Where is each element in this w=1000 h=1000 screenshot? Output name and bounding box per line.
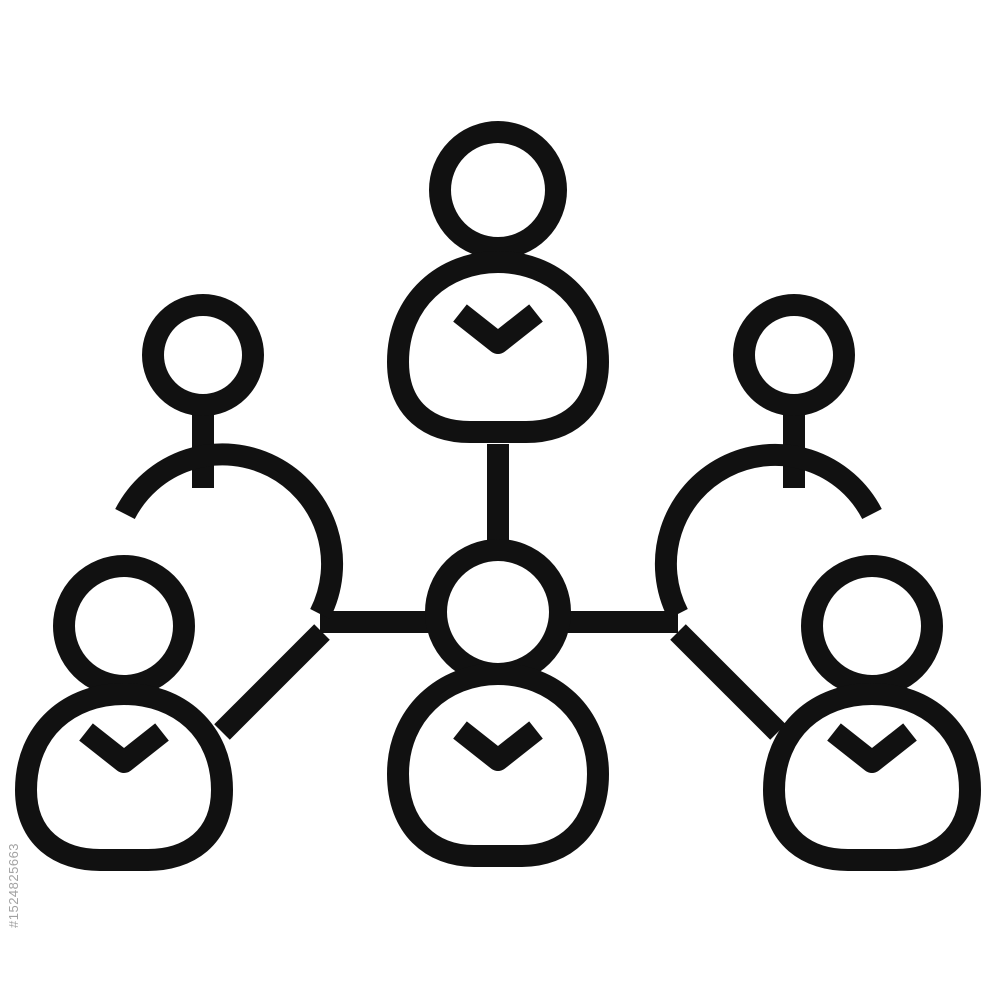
person-left-head	[53, 555, 195, 697]
person-center-chevron	[453, 721, 543, 771]
center-hub-node	[425, 539, 571, 685]
right-small-node	[733, 294, 855, 416]
left-arc	[115, 443, 344, 620]
person-left-chevron	[79, 723, 169, 773]
person-right	[763, 555, 981, 871]
person-left	[15, 555, 233, 871]
connector-left-diagonal	[214, 624, 330, 740]
person-top	[387, 121, 609, 443]
right-arc	[654, 443, 882, 620]
person-right-head	[801, 555, 943, 697]
person-center-body	[387, 663, 609, 867]
connector-right-diagonal	[670, 624, 786, 740]
person-top-body	[387, 251, 609, 443]
person-top-head	[429, 121, 567, 259]
person-center	[387, 663, 609, 867]
stock-id-watermark: #1524825663	[6, 842, 21, 928]
person-right-body	[763, 683, 981, 871]
left-small-node	[142, 294, 264, 416]
person-left-body	[15, 683, 233, 871]
person-top-chevron	[453, 304, 543, 354]
person-right-chevron	[827, 723, 917, 773]
